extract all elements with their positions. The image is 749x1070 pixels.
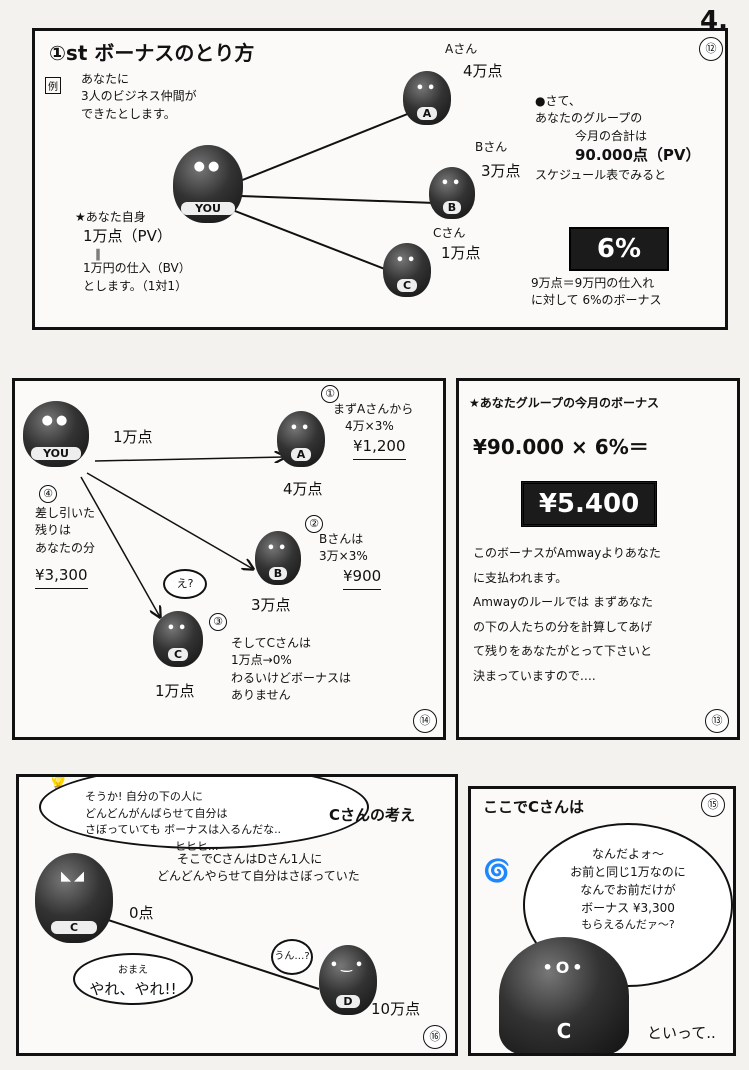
b-character: ••B — [255, 531, 301, 585]
c-thought-bubble: え? — [163, 569, 207, 599]
b-points: 3万点 — [251, 596, 291, 614]
panel-14: ●●YOU 1万点 ••A 4万点 ① まずAさんから 4万×3% ¥1,200… — [12, 378, 446, 740]
a-character: ••A — [277, 411, 325, 467]
a-character: ••A — [403, 71, 451, 125]
group-total-text: ●さて、 あなたのグループの 今月の合計は 90.000点（PV） スケジュール… — [535, 94, 701, 182]
c-character-shouting: •O•なんだよォ〜 C — [499, 937, 629, 1053]
step-4-text: 差し引いた 残りは あなたの分 ¥3,300 — [35, 505, 95, 589]
panel-number: ⑫ — [699, 37, 723, 61]
c-speech-bubble: おまえ やれ、やれ!! — [73, 953, 193, 1005]
you-points: 1万点 — [113, 428, 153, 446]
step-2-text: Bさんは 3万×3% ¥900 — [319, 531, 382, 590]
d-character: •‿•D — [319, 945, 377, 1015]
b-name: Bさん — [475, 140, 508, 154]
b-character: ••B — [429, 167, 475, 219]
panel-number: ⑬ — [705, 709, 729, 733]
caption-title: Cさんの考え — [329, 806, 416, 824]
arrow-lines — [80, 381, 443, 737]
panel-number: ⑮ — [701, 793, 725, 817]
c-character-grinning: ◣◢C — [35, 853, 113, 943]
thought-bubble: そうか! 自分の下の人に どんどんがんばらせて自分は さぼっていても ボーナスは… — [39, 777, 369, 853]
a-points: 4万点 — [463, 62, 503, 80]
panel-number: ⑭ — [413, 709, 437, 733]
caption: といって.. — [647, 1024, 716, 1042]
step-1-num: ① — [321, 385, 339, 403]
c-name: Cさん — [433, 226, 466, 240]
a-points: 4万点 — [283, 480, 323, 498]
you-notes: ★あなた自身 1万点（PV） ∥ 1万円の仕入（BV） とします。（1対1） — [75, 210, 191, 293]
panel-16: 💡 そうか! 自分の下の人に どんどんがんばらせて自分は さぼっていても ボーナ… — [16, 774, 458, 1056]
face-icon: ●● — [193, 159, 223, 175]
connection-lines — [234, 108, 436, 272]
c-character: ••C — [153, 611, 203, 667]
you-character: ●● YOU — [173, 145, 243, 223]
you-character: ●●YOU — [23, 401, 89, 467]
b-points: 3万点 — [481, 162, 521, 180]
d-points: 10万点 — [371, 1000, 421, 1018]
bonus-result: ¥5.400 — [521, 481, 657, 527]
panel-13: ★あなたグループの今月のボーナス ¥90.000 × 6%＝ ¥5.400 この… — [456, 378, 740, 740]
step-4-num: ④ — [39, 485, 57, 503]
bonus-body: このボーナスがAmwayよりあなた に支払われます。 Amwayのルールでは ま… — [473, 546, 661, 683]
panel-number: ⑯ — [423, 1025, 447, 1049]
panel-title: ①st ボーナスのとり方 — [49, 41, 255, 65]
panel-title: ここでCさんは — [483, 798, 585, 816]
bonus-heading: ★あなたグループの今月のボーナス — [469, 396, 660, 410]
bonus-explanation: 9万点＝9万円の仕入れ に対して 6%のボーナス — [531, 276, 662, 308]
step-3-text: そしてCさんは 1万点→0% わるいけどボーナスは ありません — [231, 636, 352, 703]
example-tag: 例 — [45, 77, 61, 94]
bonus-formula: ¥90.000 × 6%＝ — [473, 435, 649, 459]
a-name: Aさん — [445, 42, 478, 56]
step-2-num: ② — [305, 515, 323, 533]
c-points: 0点 — [129, 904, 154, 922]
c-points: 1万点 — [155, 682, 195, 700]
c-character: ••C — [383, 243, 431, 297]
spiral-icon: 🌀 — [483, 859, 511, 884]
c-points: 1万点 — [441, 244, 481, 262]
step-1-text: まずAさんから 4万×3% ¥1,200 — [333, 401, 413, 460]
panel-15: ここでCさんは ⑮ 🌀 なんだよォ〜 お前と同じ1万なのに なんでお前だけが ボ… — [468, 786, 736, 1056]
d-speech-bubble: うん…? — [271, 939, 313, 975]
narration: そこでCさんはDさん1人に どんどんやらせて自分はさぼっていた — [157, 852, 360, 884]
percent-badge: 6% — [569, 227, 669, 271]
connection-line — [98, 916, 320, 990]
step-3-num: ③ — [209, 613, 227, 631]
